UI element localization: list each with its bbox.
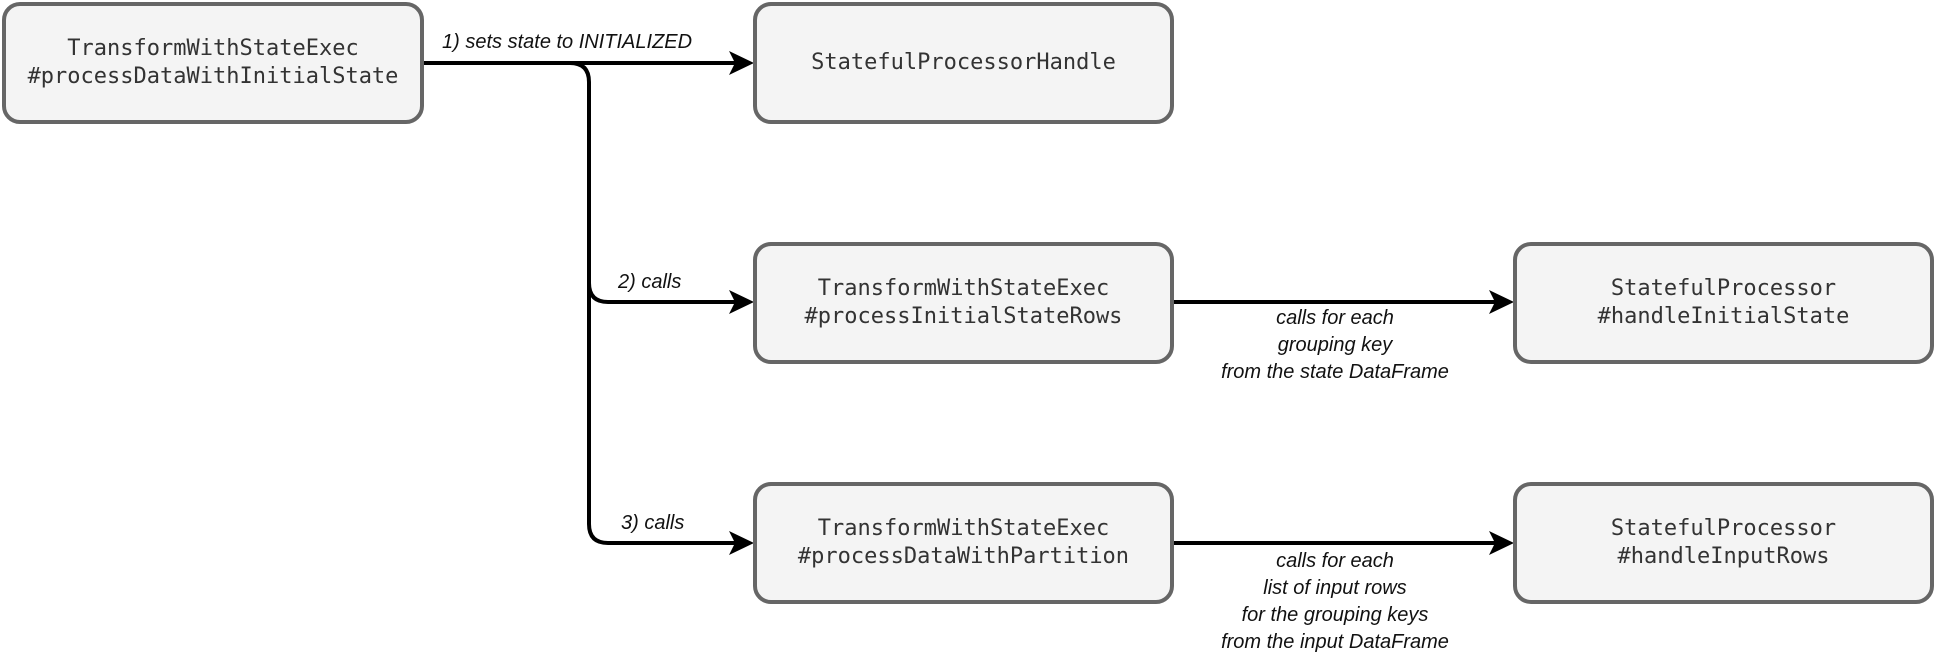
label-line: calls for each: [1276, 307, 1394, 329]
arrowhead-process-data-with-partition: [729, 531, 754, 555]
node-process-initial-state-rows: TransformWithStateExec #processInitialSt…: [753, 242, 1174, 364]
edge-label-sets-state: 1) sets state to INITIALIZED: [442, 31, 693, 53]
node-line: #processDataWithPartition: [797, 544, 1130, 569]
label-line: for the grouping keys: [1241, 604, 1429, 626]
node-handle-initial-state: StatefulProcessor #handleInitialState: [1513, 242, 1934, 364]
node-line: TransformWithStateExec: [817, 516, 1110, 541]
node-line: #handleInitialState: [1597, 304, 1850, 329]
arrowhead-handle-input-rows: [1489, 531, 1514, 555]
node-line: #processInitialStateRows: [804, 304, 1123, 329]
node-line: TransformWithStateExec: [817, 276, 1110, 301]
label-line: list of input rows: [1263, 577, 1407, 599]
node-line: #handleInputRows: [1617, 544, 1830, 569]
edge-label-calls-3: 3) calls: [621, 512, 685, 534]
node-line: StatefulProcessorHandle: [811, 50, 1116, 75]
arrowhead-handle-initial-state: [1489, 290, 1514, 314]
edge-label-calls-each-list: calls for each list of input rows for th…: [1185, 548, 1485, 656]
node-process-data-with-partition: TransformWithStateExec #processDataWithP…: [753, 482, 1174, 604]
node-handle-input-rows: StatefulProcessor #handleInputRows: [1513, 482, 1934, 604]
arrowhead-handle: [729, 51, 754, 75]
label-line: from the state DataFrame: [1221, 361, 1449, 383]
label-line: from the input DataFrame: [1221, 631, 1449, 653]
edge-label-calls-2: 2) calls: [618, 271, 682, 293]
node-line: TransformWithStateExec: [67, 36, 359, 61]
edge-label-calls-each-key: calls for each grouping key from the sta…: [1185, 305, 1485, 386]
node-line: StatefulProcessor: [1610, 516, 1837, 541]
node-stateful-processor-handle: StatefulProcessorHandle: [753, 2, 1174, 124]
node-line: #processDataWithInitialState: [27, 64, 399, 89]
edge-calls-2: [422, 61, 735, 304]
edge-calls-3: [587, 283, 735, 545]
arrowhead-process-initial-state-rows: [729, 290, 754, 314]
node-process-data-with-initial-state: TransformWithStateExec #processDataWithI…: [2, 2, 424, 124]
label-line: calls for each: [1276, 550, 1394, 572]
label-line: grouping key: [1277, 334, 1393, 356]
node-line: StatefulProcessor: [1610, 276, 1837, 301]
